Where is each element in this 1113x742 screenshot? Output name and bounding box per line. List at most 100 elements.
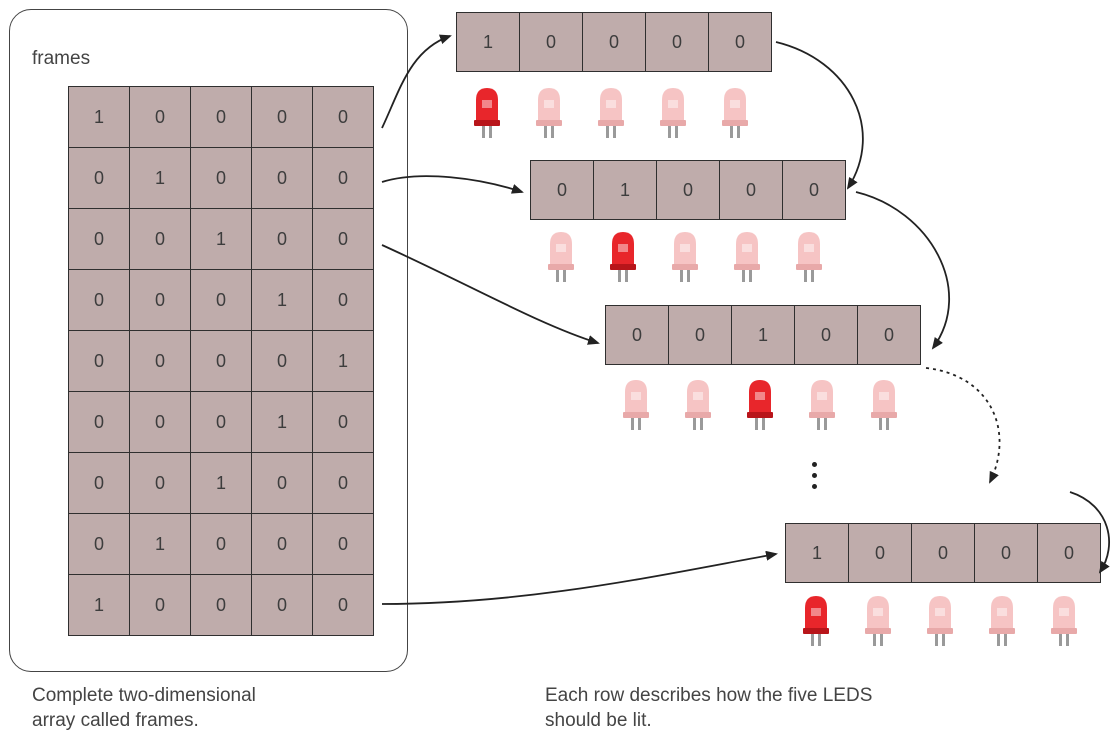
frames-cell: 0 xyxy=(252,148,312,208)
frames-cell: 0 xyxy=(313,209,373,269)
frames-cell: 0 xyxy=(130,270,190,330)
led-off-icon xyxy=(580,86,642,144)
frames-cell: 0 xyxy=(69,453,129,513)
arrow-row2-to-view2 xyxy=(381,175,524,194)
frames-cell: 0 xyxy=(191,148,251,208)
arrow-view1-to-view2 xyxy=(775,41,864,190)
frames-cell: 0 xyxy=(252,209,312,269)
ellipsis-dots xyxy=(812,462,818,495)
led-on-icon xyxy=(785,594,847,652)
frames-cell: 0 xyxy=(130,392,190,452)
row-view-cell: 1 xyxy=(732,306,794,364)
caption-left-line1: Complete two-dimensional xyxy=(32,685,256,706)
arrow-row3-to-view3 xyxy=(381,244,600,345)
frames-cell: 0 xyxy=(313,270,373,330)
arrow-into-last-view xyxy=(1069,491,1110,574)
led-strip-3 xyxy=(605,378,915,436)
led-off-icon xyxy=(853,378,915,436)
arrow-view3-to-ellipsis xyxy=(925,367,1001,484)
led-off-icon xyxy=(778,230,840,288)
frames-cell: 1 xyxy=(69,575,129,635)
frames-cell: 1 xyxy=(130,148,190,208)
frames-cell: 1 xyxy=(69,87,129,147)
frames-array-panel xyxy=(9,9,408,672)
frames-cell: 0 xyxy=(191,87,251,147)
arrow-row9-to-last-view xyxy=(381,550,778,605)
row-view-cell: 0 xyxy=(646,13,708,71)
frames-cell: 0 xyxy=(69,514,129,574)
frames-cell: 0 xyxy=(69,270,129,330)
frames-cell: 0 xyxy=(313,453,373,513)
row-view-cell: 0 xyxy=(912,524,974,582)
led-strip-1 xyxy=(456,86,766,144)
row-view-cell: 0 xyxy=(657,161,719,219)
frames-cell: 1 xyxy=(191,209,251,269)
row-view-cell: 1 xyxy=(786,524,848,582)
led-off-icon xyxy=(518,86,580,144)
frames-cell: 0 xyxy=(130,87,190,147)
led-off-icon xyxy=(971,594,1033,652)
row-view-cell: 0 xyxy=(520,13,582,71)
frames-cell: 0 xyxy=(191,270,251,330)
led-off-icon xyxy=(642,86,704,144)
frames-cell: 0 xyxy=(69,148,129,208)
row-view-cell: 0 xyxy=(858,306,920,364)
frames-cell: 1 xyxy=(191,453,251,513)
frames-cell: 0 xyxy=(313,148,373,208)
caption-left-line2: array called frames. xyxy=(32,710,199,731)
led-off-icon xyxy=(605,378,667,436)
frames-cell: 0 xyxy=(69,392,129,452)
frames-cell: 0 xyxy=(252,331,312,391)
row-view-cell: 0 xyxy=(720,161,782,219)
frames-cell: 0 xyxy=(130,331,190,391)
row-view-cell: 0 xyxy=(531,161,593,219)
row-view-cell: 1 xyxy=(457,13,519,71)
frames-cell: 1 xyxy=(252,270,312,330)
led-on-icon xyxy=(456,86,518,144)
frames-cell: 0 xyxy=(130,575,190,635)
arrow-view2-to-view3 xyxy=(855,191,950,350)
caption-right: Each row describes how the five LEDS sho… xyxy=(545,683,965,733)
frames-cell: 1 xyxy=(252,392,312,452)
led-off-icon xyxy=(704,86,766,144)
arrow-row1-to-view1 xyxy=(381,34,452,129)
frames-cell: 1 xyxy=(130,514,190,574)
frames-cell: 0 xyxy=(191,392,251,452)
frames-cell: 0 xyxy=(69,331,129,391)
row-view-cell: 0 xyxy=(795,306,857,364)
led-off-icon xyxy=(909,594,971,652)
led-strip-2 xyxy=(530,230,840,288)
row-view-cell: 0 xyxy=(1038,524,1100,582)
frames-cell: 0 xyxy=(313,392,373,452)
frames-cell: 0 xyxy=(252,87,312,147)
led-off-icon xyxy=(667,378,729,436)
frames-cell: 0 xyxy=(252,453,312,513)
row-view-cell: 0 xyxy=(606,306,668,364)
row-view-cell: 0 xyxy=(849,524,911,582)
led-off-icon xyxy=(847,594,909,652)
row-view-cell: 0 xyxy=(783,161,845,219)
row-view-cell: 0 xyxy=(709,13,771,71)
frames-label: frames xyxy=(32,48,91,69)
frames-cell: 0 xyxy=(313,575,373,635)
frames-cell: 0 xyxy=(69,209,129,269)
frames-cell: 0 xyxy=(191,331,251,391)
frames-cell: 0 xyxy=(252,575,312,635)
caption-right-line2: should be lit. xyxy=(545,710,652,731)
led-on-icon xyxy=(592,230,654,288)
frames-cell: 0 xyxy=(191,575,251,635)
led-on-icon xyxy=(729,378,791,436)
frames-cell: 0 xyxy=(130,453,190,513)
led-strip-last xyxy=(785,594,1095,652)
row-view-cell: 0 xyxy=(669,306,731,364)
frames-cell: 0 xyxy=(313,87,373,147)
frames-cell: 0 xyxy=(313,514,373,574)
led-off-icon xyxy=(530,230,592,288)
led-off-icon xyxy=(654,230,716,288)
